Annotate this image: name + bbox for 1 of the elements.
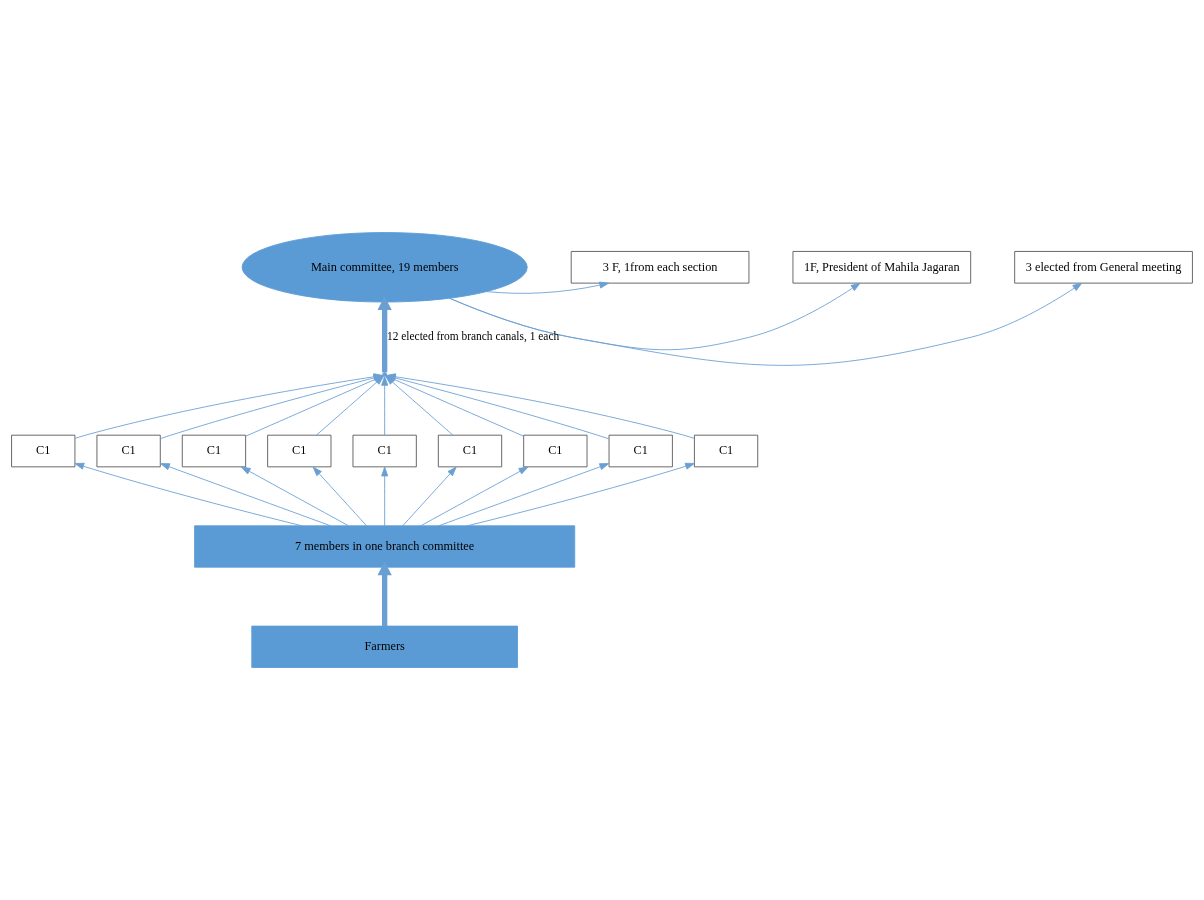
edge-label: 12 elected from branch canals, 1 each bbox=[386, 330, 560, 343]
